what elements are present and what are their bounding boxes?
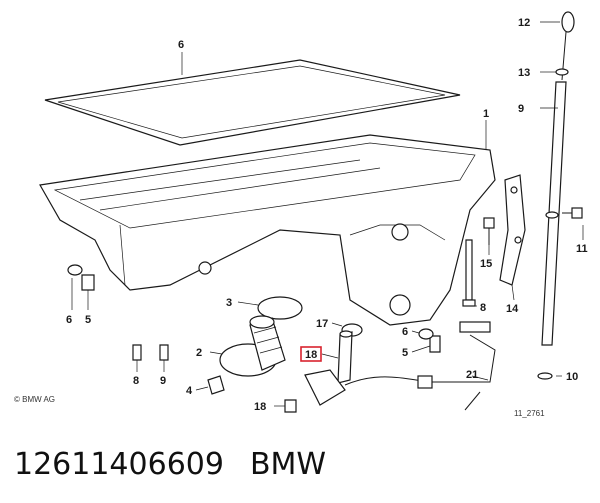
callout-21: 21 — [466, 369, 478, 381]
callout-6a: 6 — [66, 314, 72, 326]
callout-8: 8 — [133, 375, 139, 387]
callout-11: 9 — [518, 103, 524, 115]
callout-18: 18 — [305, 349, 317, 361]
callout-17: 15 — [480, 258, 492, 270]
callout-3: 3 — [226, 297, 232, 309]
callout-16: 14 — [506, 303, 519, 315]
oil-strainer — [219, 315, 286, 377]
callout-20: 18 — [254, 401, 266, 413]
callout-1: 1 — [483, 108, 489, 120]
callout-4: 4 — [186, 385, 193, 397]
oil-pan — [39, 134, 496, 326]
callout-12: 10 — [566, 371, 578, 383]
oil-pan-gasket — [44, 59, 461, 146]
callout-10: 8 — [480, 302, 486, 314]
caption: 12611406609 BMW — [14, 440, 352, 490]
callout-5a: 5 — [85, 314, 91, 326]
callout-18-highlight — [300, 346, 322, 362]
parts-diagram: 6 1 12 13 9 11 15 14 8 10 6 5 3 17 2 4 1… — [14, 11, 588, 418]
suction-pipe — [304, 330, 353, 406]
callout-15: 13 — [518, 67, 530, 79]
callout-5b: 5 — [402, 347, 408, 359]
drawing-code: 11_2761 — [514, 409, 545, 418]
callout-6b: 6 — [402, 326, 408, 338]
copyright-text: © BMW AG — [14, 395, 55, 404]
callout-2: 2 — [196, 347, 202, 359]
leader-lines — [71, 21, 584, 407]
callout-7: 6 — [178, 39, 184, 51]
part-number: 12611406609 — [14, 447, 224, 482]
dipstick-bracket — [499, 174, 526, 286]
callout-9: 9 — [160, 375, 166, 387]
dipstick-tube — [537, 11, 575, 380]
callout-13: 11 — [576, 243, 588, 255]
callout-19: 17 — [316, 318, 328, 330]
callout-14: 12 — [518, 17, 530, 29]
seal-rings — [67, 68, 569, 340]
bolts — [81, 207, 583, 413]
oil-level-sensor-lead — [344, 321, 496, 411]
brand-name: BMW — [249, 447, 327, 482]
